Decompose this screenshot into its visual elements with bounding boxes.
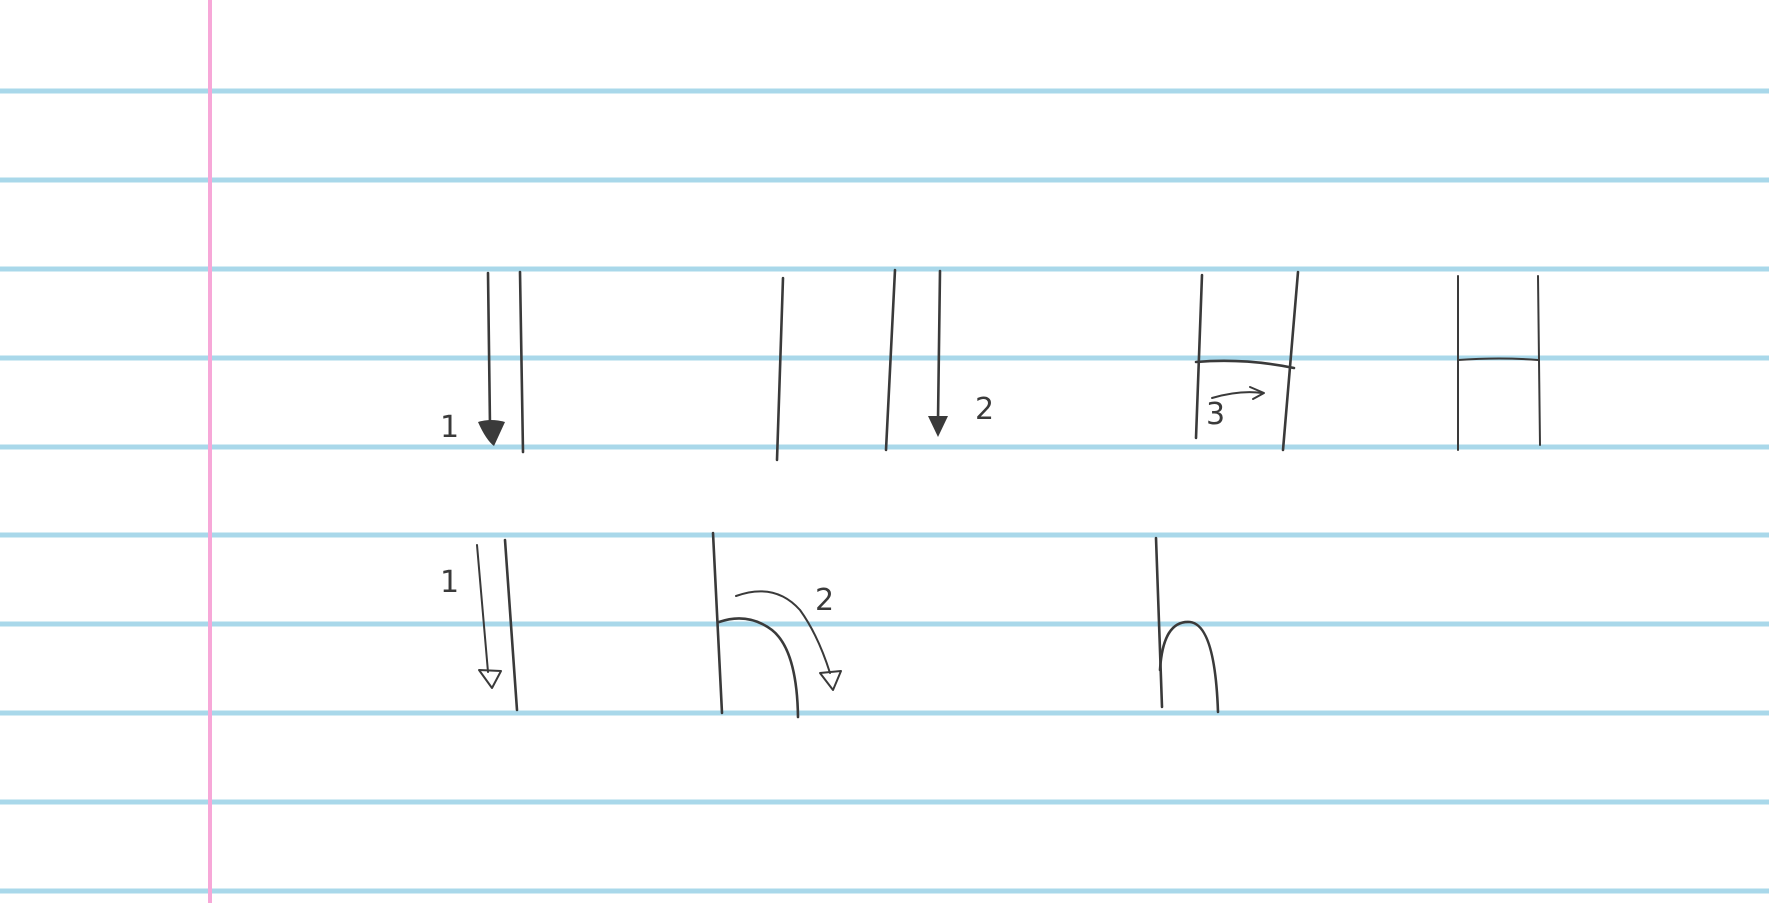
arrowhead-icon (478, 420, 505, 446)
step-number: 1 (440, 565, 459, 600)
letter-stroke (717, 617, 800, 719)
letter-stroke (503, 538, 519, 712)
letter-stroke (884, 268, 897, 452)
arrowhead-icon (819, 670, 842, 691)
guide-stroke (476, 544, 489, 673)
letter-stroke (1194, 273, 1204, 440)
capital-h-step-1: 1 (440, 270, 525, 454)
lowercase-h-step-2: 2 (711, 531, 842, 719)
guide-stroke (486, 271, 492, 428)
letter-stroke (1537, 275, 1541, 446)
capital-h-step-3: 3 (1194, 270, 1300, 452)
letter-stroke (1158, 620, 1220, 714)
lowercase-h-complete (1154, 536, 1220, 714)
capital-h-complete (1457, 275, 1541, 451)
capital-h-step-2: 2 (775, 268, 994, 462)
letter-stroke (518, 270, 525, 454)
step-number: 2 (975, 392, 994, 427)
letter-stroke (1154, 536, 1164, 709)
lowercase-h-step-1: 1 (440, 538, 519, 712)
guide-stroke (936, 269, 942, 422)
letter-stroke (1457, 357, 1539, 361)
guide-stroke (735, 590, 831, 674)
step-number: 2 (815, 583, 834, 618)
letter-stroke (711, 531, 724, 715)
arrowhead-icon (1249, 386, 1265, 400)
arrowhead-icon (928, 416, 948, 437)
letter-stroke (1194, 359, 1296, 370)
arrowhead-icon (478, 669, 502, 689)
letter-stroke (1281, 270, 1300, 452)
letter-stroke (775, 276, 785, 462)
step-number: 1 (440, 410, 459, 445)
step-number: 3 (1206, 397, 1225, 432)
ruled-lines (0, 88, 1769, 894)
guide-stroke (1211, 391, 1263, 399)
